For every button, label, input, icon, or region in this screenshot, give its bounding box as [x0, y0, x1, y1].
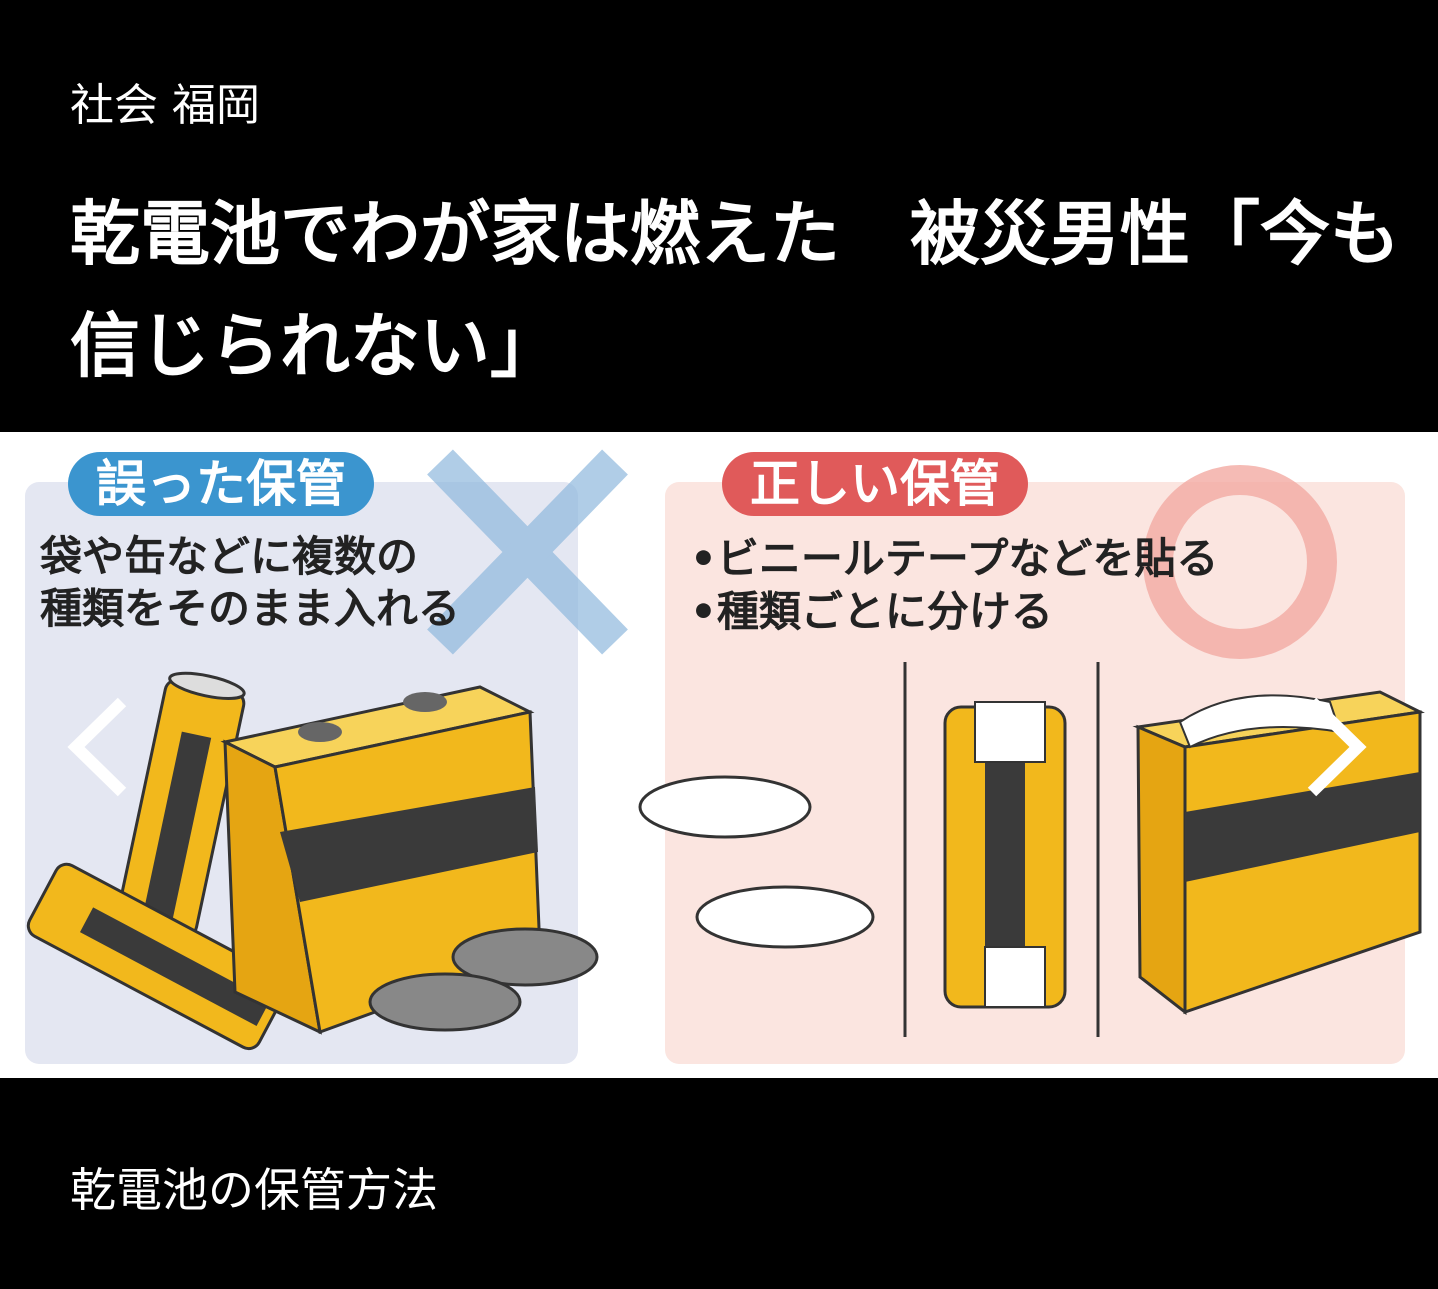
- aa-battery-upright: [116, 671, 246, 939]
- right-storage-label: 正しい保管: [722, 452, 1028, 516]
- gallery-image: 誤った保管 袋や缶などに複数の 種類をそのまま入れる 正しい保管 •ビニールテー…: [0, 432, 1438, 1078]
- right-storage-text-1: •ビニールテープなどを貼る: [690, 534, 1219, 583]
- circle-mark-icon: [1143, 465, 1337, 659]
- next-image-button[interactable]: [1300, 692, 1370, 802]
- wrong-storage-text-2: 種類をそのまま入れる: [40, 584, 461, 633]
- taped-aa-battery: [943, 701, 1067, 1009]
- aa-battery-lying: [26, 862, 289, 1051]
- button-cells: [368, 927, 599, 1032]
- image-caption: 乾電池の保管方法: [70, 1163, 438, 1217]
- chevron-right-icon: [1307, 697, 1367, 797]
- chevron-left-icon: [67, 697, 127, 797]
- battery-storage-illustration: [25, 449, 1425, 1064]
- right-storage-text-2: •種類ごとに分ける: [690, 587, 1053, 636]
- wrong-storage-label: 誤った保管: [68, 452, 374, 516]
- wrong-storage-text-1: 袋や缶などに複数の: [40, 532, 419, 581]
- cross-mark-icon: [427, 449, 628, 655]
- article-headline: 乾電池でわが家は燃えた 被災男性「今も信じられない」: [70, 193, 1400, 387]
- previous-image-button[interactable]: [60, 692, 130, 802]
- article-category: 社会 福岡: [70, 80, 260, 131]
- taped-button-cells: [638, 775, 875, 949]
